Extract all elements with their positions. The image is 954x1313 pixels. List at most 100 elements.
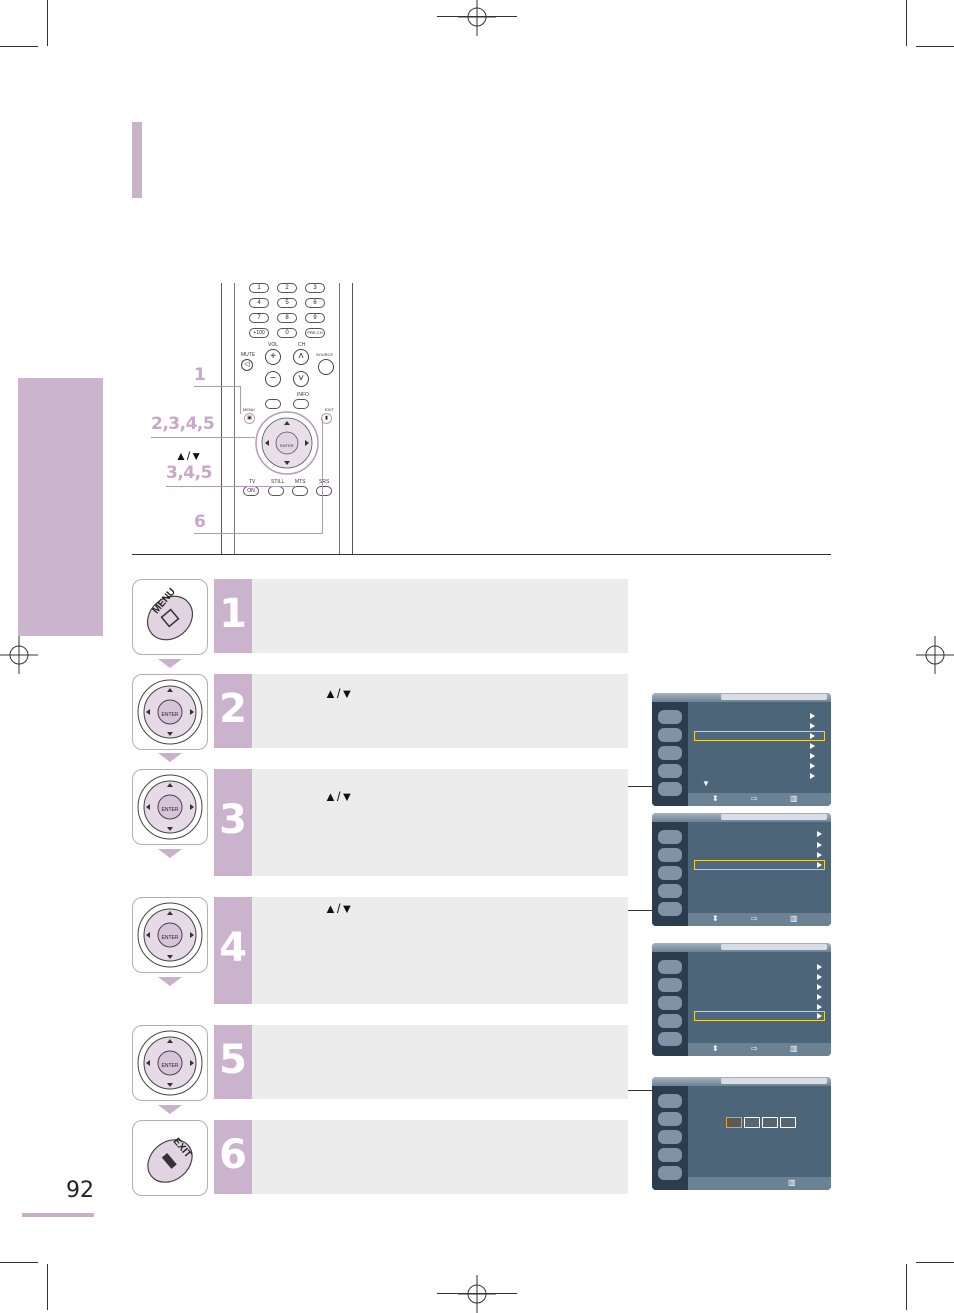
step-5-number-box: 5 (214, 1025, 252, 1099)
vol-down-icon: − (265, 371, 281, 387)
submenu-arrow-icon (817, 831, 822, 837)
setup-icon (658, 902, 682, 916)
setup-icon (658, 782, 682, 796)
picture-icon (658, 1112, 682, 1126)
channel-icon (658, 1014, 682, 1028)
key-6: 6 (305, 298, 325, 308)
return-icon: ▥ (788, 1178, 796, 1187)
up-down-arrows-icon: ▲/▼ (324, 686, 354, 701)
channel-icon (658, 884, 682, 898)
callout-exit: 6 (194, 512, 206, 532)
step-arrow-icon (158, 753, 182, 762)
crop-mark (916, 46, 954, 47)
remote-body: 1 2 3 4 5 6 7 8 9 +100 0 PRE-CH VOL CH M… (234, 283, 340, 555)
key-7: 7 (249, 313, 269, 323)
step-6-icon-box: EXIT (132, 1120, 208, 1196)
osd-title-tab (721, 1078, 827, 1084)
osd-footer: ⬍ ⇨ ▥ (688, 913, 831, 926)
step-arrow-icon (158, 977, 182, 986)
submenu-arrow-icon (817, 852, 822, 858)
submenu-arrow-icon (817, 1013, 822, 1019)
connector-line (628, 786, 652, 787)
step-6-body (252, 1120, 628, 1194)
submenu-arrow-icon (810, 723, 815, 729)
input-icon (658, 1094, 682, 1108)
step-1-number-box: 1 (214, 579, 252, 653)
callout-up-down-arrows: ▲/▼ (175, 449, 203, 463)
still-button (268, 486, 284, 496)
menu-button-icon: ▣ (244, 413, 255, 424)
mts-button (292, 486, 308, 496)
registration-mark-icon (0, 636, 38, 674)
step-3-body: ▲/▼ (252, 769, 628, 876)
enter-pad-icon: ENTER (137, 774, 203, 840)
osd-header (652, 693, 831, 702)
svg-text:ENTER: ENTER (162, 807, 179, 813)
step-1-number: 1 (219, 591, 247, 637)
mute-label: MUTE (241, 352, 256, 358)
submenu-arrow-icon (810, 733, 815, 739)
osd-header (652, 943, 831, 952)
step-1-icon-box: MENU (132, 579, 208, 655)
up-down-arrows-icon: ▲/▼ (324, 789, 354, 804)
channel-icon (658, 764, 682, 778)
osd-sidebar (652, 952, 688, 1056)
sound-icon (658, 1130, 682, 1144)
crop-mark (47, 1264, 48, 1310)
submenu-arrow-icon (810, 773, 815, 779)
key-8: 8 (277, 313, 297, 323)
info-label: INFO (297, 392, 309, 398)
leader-line (166, 486, 296, 487)
pin-digit-box (726, 1117, 742, 1128)
osd-highlight-row (694, 731, 825, 741)
pin-digit-box (744, 1117, 760, 1128)
srs-label: SRS (319, 479, 330, 485)
step-3-number: 3 (219, 797, 247, 843)
step-arrow-icon (158, 659, 182, 668)
osd-header (652, 1077, 831, 1086)
osd-footer: ▥ (688, 1177, 831, 1190)
chapter-side-tab (18, 378, 103, 636)
callout-navigate: 2,3,4,5 (151, 414, 215, 434)
exit-label: EXIT (325, 407, 334, 412)
setup-icon (658, 1032, 682, 1046)
crop-mark (916, 1262, 954, 1263)
osd-title-tab (721, 814, 827, 820)
step-5-body (252, 1025, 628, 1099)
osd-sidebar (652, 822, 688, 926)
up-down-arrows-icon: ▲/▼ (324, 901, 354, 916)
registration-mark-icon (916, 636, 954, 674)
channel-icon (658, 1148, 682, 1162)
navigation-pad-icon (255, 411, 319, 475)
key-1: 1 (249, 283, 269, 293)
move-icon: ⬍ (712, 1044, 719, 1053)
page-number: 92 (66, 1178, 94, 1203)
key-pre-ch: PRE-CH (305, 328, 325, 338)
title-accent-bar (132, 122, 142, 198)
key-plus100: +100 (249, 328, 269, 338)
pin-digit-box (762, 1117, 778, 1128)
step-2-number-box: 2 (214, 674, 252, 748)
submenu-arrow-icon (817, 862, 822, 868)
leader-line (194, 533, 322, 534)
callout-menu: 1 (194, 365, 206, 385)
enter-icon: ⇨ (751, 914, 758, 923)
submenu-arrow-icon (817, 994, 822, 1000)
osd-screen-timer-menu: ⬍ ⇨ ▥ (652, 943, 831, 1056)
step-4-number-box: 4 (214, 897, 252, 1004)
crop-mark (906, 1264, 907, 1310)
key-4: 4 (249, 298, 269, 308)
osd-screen-time-menu: ⬍ ⇨ ▥ (652, 813, 831, 926)
sound-icon (658, 746, 682, 760)
step-1-body (252, 579, 628, 653)
osd-title-tab (721, 944, 827, 950)
key-9: 9 (305, 313, 325, 323)
submenu-arrow-icon (817, 842, 822, 848)
key-3: 3 (305, 283, 325, 293)
step-2-icon-box: ENTER (132, 674, 208, 750)
step-4-number: 4 (219, 925, 247, 971)
connector-line (628, 910, 652, 911)
key-5: 5 (277, 298, 297, 308)
svg-text:ENTER: ENTER (162, 1063, 179, 1069)
osd-highlight-row (694, 860, 825, 870)
